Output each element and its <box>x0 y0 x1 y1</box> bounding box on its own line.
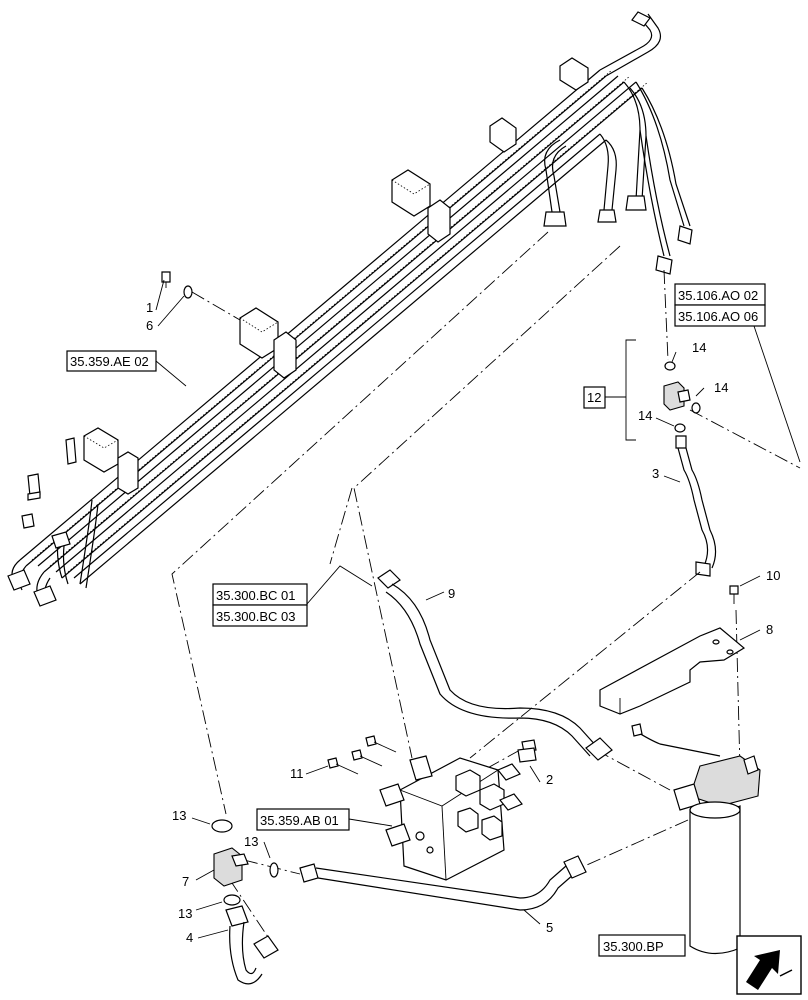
tube-5 <box>299 855 587 911</box>
callout-5: 5 <box>546 920 553 935</box>
reference-box-ao06 <box>674 304 766 327</box>
reference-ae02: 35.359.AE 02 <box>70 354 149 369</box>
hose-9 <box>377 569 613 761</box>
callout-box-12 <box>583 386 606 409</box>
tube-bracket <box>273 331 297 379</box>
reference-ao02: 35.106.AO 02 <box>678 288 758 303</box>
reference-ab01: 35.359.AB 01 <box>260 813 339 828</box>
bolt-1 <box>161 271 171 288</box>
oring-14 <box>691 402 701 414</box>
callout-13-right: 13 <box>244 834 258 849</box>
callout-4: 4 <box>186 930 193 945</box>
tube-bracket <box>117 451 139 495</box>
callout-14-left: 14 <box>638 408 652 423</box>
tube-bracket <box>489 117 517 153</box>
callout-14-right: 14 <box>714 380 728 395</box>
bolt-11 <box>351 749 383 767</box>
tube-bracket <box>239 307 279 359</box>
fitting-2 <box>517 739 537 763</box>
callout-9: 9 <box>448 586 455 601</box>
bolt-11 <box>327 757 359 775</box>
tube-fitting <box>21 513 35 529</box>
elbow-4 <box>225 905 279 985</box>
callout-14-top: 14 <box>692 340 706 355</box>
callout-10: 10 <box>766 568 780 583</box>
reference-ao06: 35.106.AO 06 <box>678 309 758 324</box>
callout-11: 11 <box>290 766 304 781</box>
tube-3 <box>675 435 717 577</box>
callout-6: 6 <box>146 318 153 333</box>
washer-6 <box>183 285 193 299</box>
callout-13-top: 13 <box>172 808 186 823</box>
oring-14 <box>664 361 676 371</box>
callout-13-bottom: 13 <box>178 906 192 921</box>
tube-fitting <box>27 473 41 501</box>
reference-box-bp <box>598 934 686 957</box>
tube-bracket <box>391 169 431 217</box>
tube-bracket <box>427 199 451 243</box>
reference-bc01: 35.300.BC 01 <box>216 588 296 603</box>
reference-box-bc03 <box>212 604 308 627</box>
reference-bc03: 35.300.BC 03 <box>216 609 296 624</box>
next-page-arrow-icon[interactable] <box>736 935 802 995</box>
hydraulic-filter <box>631 723 761 955</box>
bolt-10 <box>729 585 739 604</box>
reference-box-ab01 <box>256 808 350 831</box>
control-valve <box>379 755 523 881</box>
tube-fitting <box>65 437 77 465</box>
callout-12: 12 <box>587 390 601 405</box>
bracket-8 <box>599 627 746 715</box>
oring-13-right <box>269 862 279 878</box>
callout-3: 3 <box>652 466 659 481</box>
reference-bp: 35.300.BP <box>603 939 664 954</box>
oring-13-bottom <box>223 894 241 906</box>
oring-13-top <box>211 819 233 833</box>
callout-1: 1 <box>146 300 153 315</box>
boom-tube-assembly <box>7 11 693 607</box>
oring-14 <box>674 423 686 433</box>
bolt-11 <box>365 735 397 753</box>
tube-bracket <box>559 57 589 91</box>
tube-bracket <box>83 427 119 473</box>
callout-8: 8 <box>766 622 773 637</box>
tee-fitting-12 <box>663 381 691 411</box>
tee-fitting-7 <box>213 847 249 887</box>
callout-2: 2 <box>546 772 553 787</box>
callout-7: 7 <box>182 874 189 889</box>
